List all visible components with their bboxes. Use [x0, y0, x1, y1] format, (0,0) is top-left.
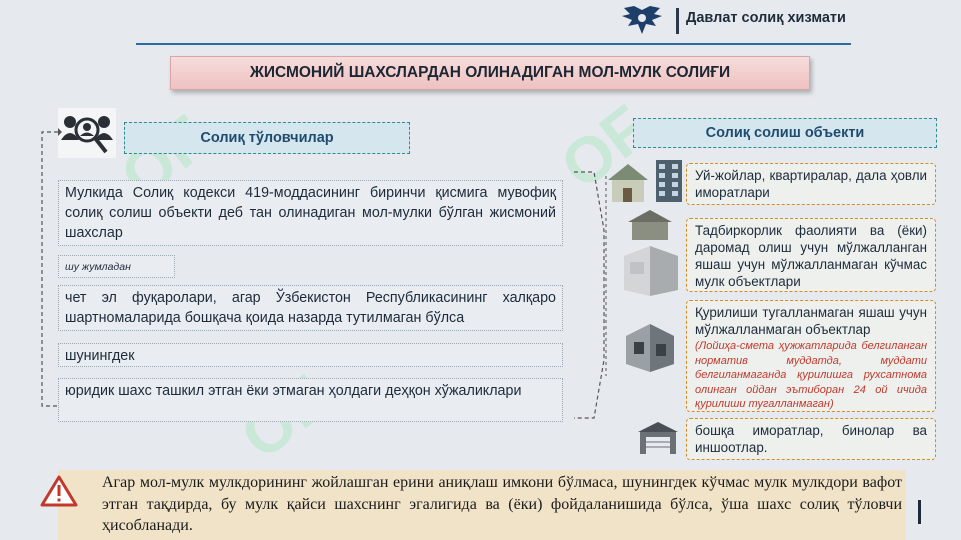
center-bracket [574, 171, 605, 419]
tax-object-other-buildings: бошқа иморатлар, бинолар ва иншоотлар. [686, 418, 936, 460]
taxpayer-item-individuals: Мулкида Солиқ кодекси 419-моддасининг би… [58, 180, 563, 246]
taxpayers-header: Солиқ тўловчилар [124, 122, 410, 154]
tax-object-business-property: Тадбиркорлик фаолияти ва (ёки) даромад о… [686, 218, 936, 292]
header-divider [676, 8, 679, 34]
side-mark [918, 500, 921, 524]
org-name: Давлат солиқ хизмати [686, 10, 846, 26]
taxpayer-item-also: шунингдек [58, 343, 563, 367]
tax-object-residential: Уй-жойлар, квартиралар, дала ҳовли имора… [686, 163, 936, 205]
people-search-icon [58, 108, 116, 158]
taxpayer-item-including: шу жумладан [58, 255, 175, 278]
tax-objects-header: Солиқ солиш объекти [633, 118, 937, 148]
right-connector [605, 176, 607, 376]
office-building-icon [618, 208, 684, 296]
taxpayer-item-farms: юридик шахс ташкил этган ёки этмаган ҳол… [58, 378, 563, 422]
header-line [136, 43, 851, 45]
warning-bar [58, 470, 906, 540]
unfinished-note: (Лойиҳа-смета ҳужжатларида белгиланган н… [695, 340, 927, 410]
eagle-emblem-icon [620, 4, 664, 38]
garage-icon [636, 420, 680, 454]
taxpayer-item-foreigners: чет эл фуқаролари, агар Ўзбекистон Респу… [58, 285, 563, 331]
warning-text: Агар мол-мулк мулкдорининг жойлашган ери… [102, 474, 902, 534]
tax-object-unfinished: Қурилиши тугалланмаган яшаш учун мўлжалл… [686, 300, 936, 412]
house-icon [606, 158, 684, 204]
unfinished-building-icon [620, 320, 680, 374]
unfinished-text: Қурилиши тугалланмаган яшаш учун мўлжалл… [695, 305, 927, 337]
warning-triangle-icon [40, 474, 78, 508]
page-title: ЖИСМОНИЙ ШАХСЛАРДАН ОЛИНАДИГАН МОЛ-МУЛК … [170, 56, 810, 90]
